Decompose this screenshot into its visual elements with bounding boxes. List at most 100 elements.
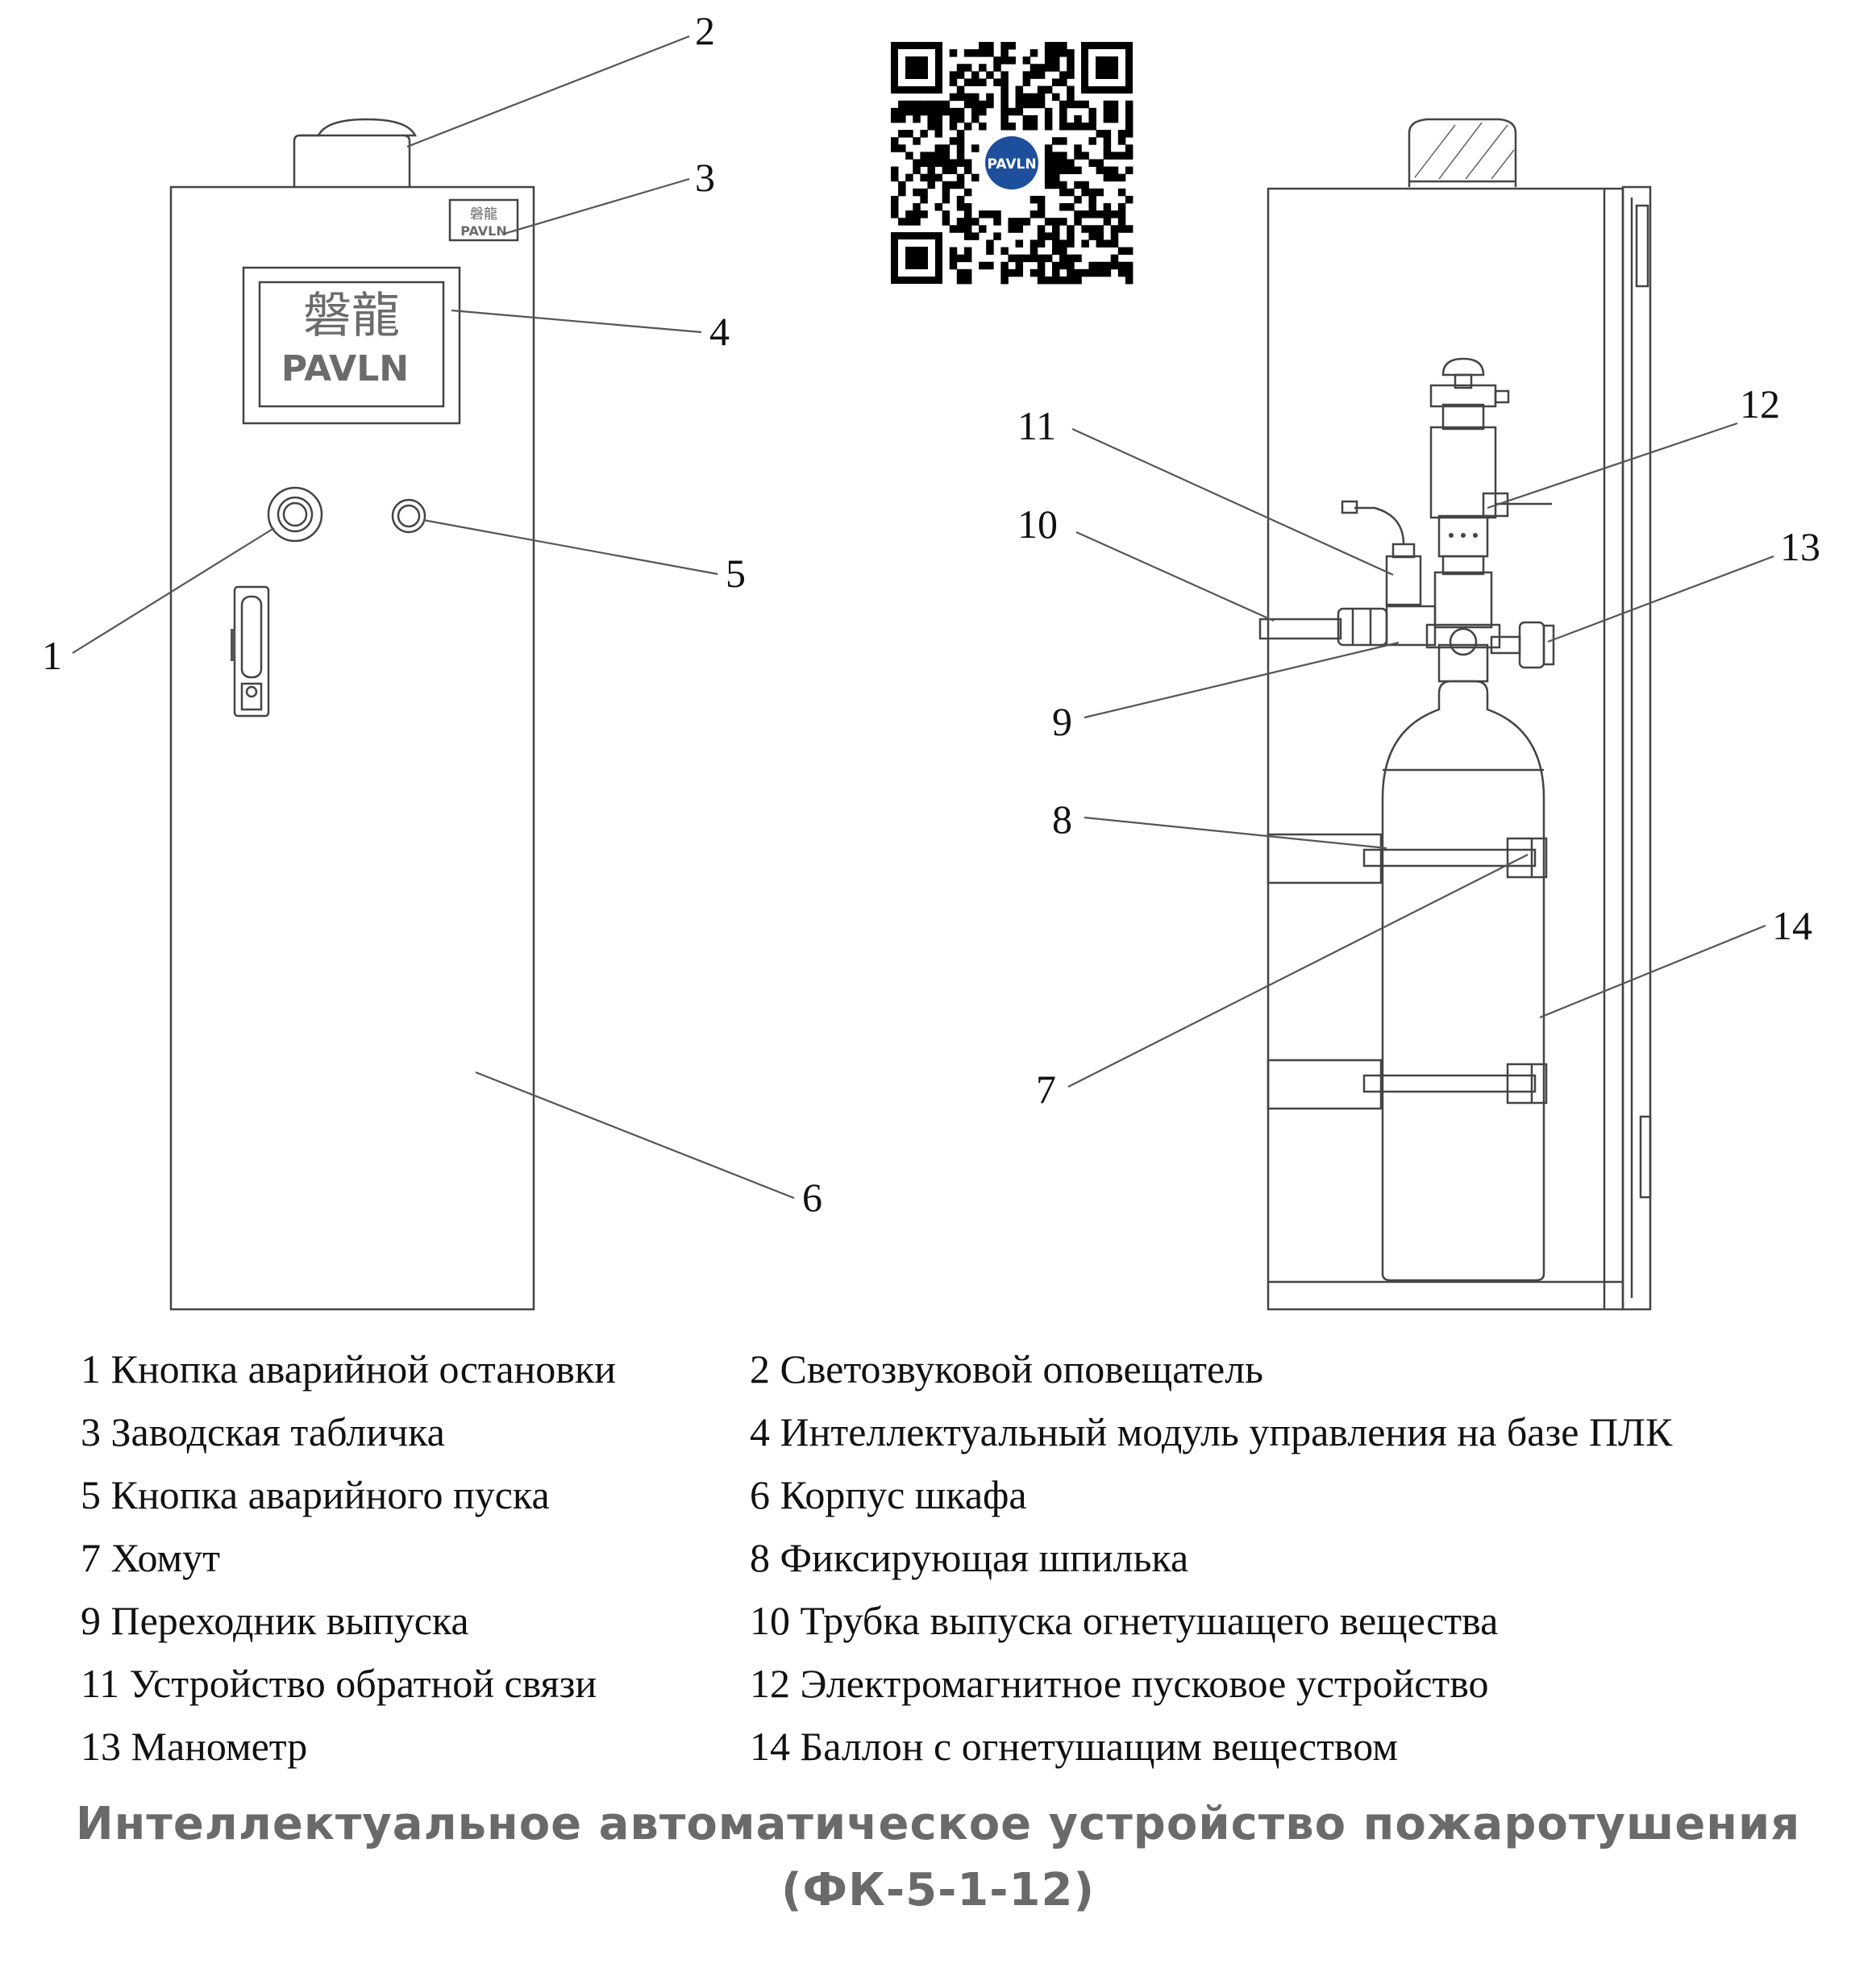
qr-module	[971, 114, 980, 123]
qr-module	[1074, 166, 1082, 175]
qr-module	[1052, 239, 1060, 248]
qr-module	[1117, 268, 1126, 277]
qr-module	[1059, 203, 1067, 211]
qr-module	[979, 261, 987, 270]
qr-module	[1110, 152, 1119, 160]
qr-module	[942, 144, 950, 152]
qr-module	[927, 173, 935, 182]
qr-module	[1059, 276, 1067, 285]
qr-module	[1117, 203, 1126, 211]
qr-module	[898, 100, 906, 109]
qr-module	[1110, 239, 1119, 248]
qr-module	[1088, 225, 1096, 233]
qr-module	[1015, 268, 1024, 277]
qr-module	[963, 159, 972, 167]
qr-module	[1044, 276, 1053, 285]
qr-module	[934, 107, 943, 116]
qr-module	[1037, 232, 1046, 240]
qr-module	[1074, 218, 1082, 226]
legend: 1 Кнопка аварийной остановки 2 Светозвук…	[0, 1345, 1876, 1796]
qr-module	[956, 173, 965, 182]
qr-module	[1008, 107, 1016, 116]
qr-module	[1059, 42, 1067, 50]
qr-module	[934, 114, 943, 123]
qr-module	[1096, 210, 1104, 218]
qr-module	[1000, 42, 1009, 50]
legend-item-7: 7 Хомут	[81, 1535, 220, 1580]
legend-item-3: 3 Заводская табличка	[81, 1409, 445, 1454]
qr-module	[1067, 93, 1075, 102]
qr-module	[927, 152, 935, 160]
qr-module	[934, 100, 943, 109]
qr-module	[956, 159, 965, 167]
qr-module	[986, 42, 994, 50]
qr-module	[1117, 137, 1126, 145]
qr-module	[891, 137, 899, 145]
qr-module	[1052, 152, 1060, 160]
qr-module	[1125, 130, 1134, 138]
qr-module	[1052, 268, 1060, 277]
qr-module	[956, 137, 965, 145]
qr-module	[1022, 123, 1031, 131]
qr-module	[993, 218, 1001, 226]
qr-module	[993, 210, 1001, 218]
qr-module	[1074, 268, 1082, 277]
qr-module	[1067, 64, 1075, 72]
legend-item-2: 2 Светозвуковой оповещатель	[750, 1346, 1263, 1392]
qr-module	[956, 107, 965, 116]
qr-module	[1052, 64, 1060, 72]
qr-module	[1103, 114, 1112, 123]
qr-module	[1110, 166, 1119, 175]
qr-module	[1125, 152, 1134, 160]
qr-module	[949, 159, 958, 167]
qr-module	[1052, 247, 1060, 256]
qr-module	[1096, 268, 1104, 277]
qr-module	[1044, 114, 1053, 123]
qr-module	[956, 225, 965, 233]
qr-module	[1022, 254, 1031, 263]
qr-module	[956, 218, 965, 226]
qr-module	[1030, 93, 1038, 102]
qr-module	[1044, 218, 1053, 226]
qr-module	[927, 159, 935, 167]
qr-module	[1096, 188, 1104, 197]
qr-module	[1067, 276, 1075, 285]
qr-module	[934, 203, 943, 211]
qr-module	[942, 188, 950, 197]
qr-module	[1030, 195, 1038, 204]
qr-module	[1081, 210, 1089, 218]
qr-module	[1052, 49, 1060, 57]
qr-module	[891, 203, 899, 211]
qr-module	[1044, 232, 1053, 240]
qr-module	[1074, 254, 1082, 263]
qr-module	[1052, 232, 1060, 240]
qr-module	[1059, 181, 1067, 189]
qr-module	[920, 195, 928, 204]
qr-module	[1037, 254, 1046, 263]
qr-module	[1037, 261, 1046, 270]
qr-module	[1044, 173, 1053, 182]
qr-module	[1059, 254, 1067, 263]
qr-module	[1030, 123, 1038, 131]
qr-module	[1000, 93, 1009, 102]
qr-module	[956, 64, 965, 72]
qr-module	[1067, 254, 1075, 263]
qr-module	[913, 107, 921, 116]
qr-module	[942, 218, 950, 226]
cabinet-front-view: 磐龍 PAVLN 磐龍 PAVLN	[169, 118, 535, 1311]
qr-module	[913, 218, 921, 226]
device-diagram: 磐龍 PAVLN 磐龍 PAVLN	[42, 8, 1820, 1311]
qr-module	[1000, 107, 1009, 116]
qr-module	[942, 166, 950, 175]
qr-module	[1088, 188, 1096, 197]
qr-module	[971, 173, 980, 182]
qr-module	[1044, 56, 1053, 64]
qr-module	[934, 152, 943, 160]
qr-module	[956, 181, 965, 189]
qr-module	[1059, 71, 1067, 79]
qr-module	[956, 276, 965, 285]
qr-module	[956, 85, 965, 94]
clamp-upper	[1362, 837, 1548, 879]
qr-module	[1059, 78, 1067, 86]
qr-module	[913, 203, 921, 211]
